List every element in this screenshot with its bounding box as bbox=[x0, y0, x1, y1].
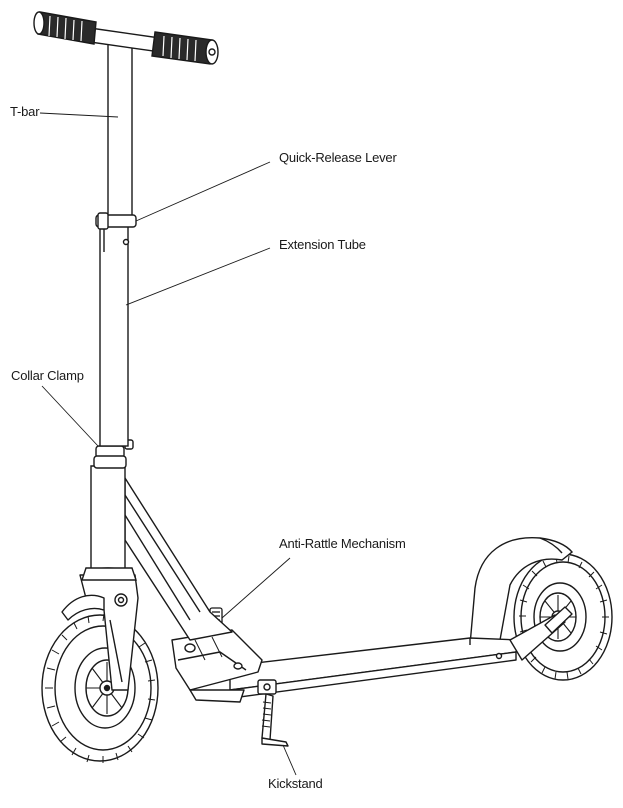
front-wheel bbox=[41, 613, 159, 763]
rear-fender bbox=[469, 536, 574, 646]
label-anti-rattle-mechanism: Anti-Rattle Mechanism bbox=[279, 536, 406, 551]
left-grip bbox=[37, 11, 97, 45]
quick-release-lever-part bbox=[95, 212, 137, 230]
label-t-bar: T-bar bbox=[10, 104, 40, 119]
label-extension-tube: Extension Tube bbox=[279, 237, 366, 252]
front-fork bbox=[61, 574, 139, 691]
leader-quick-release bbox=[135, 161, 271, 222]
leader-collar-clamp bbox=[41, 385, 99, 447]
leader-t-bar bbox=[39, 112, 119, 118]
leader-anti-rattle bbox=[221, 557, 291, 619]
collar-clamp-part bbox=[93, 433, 134, 469]
extension-tube-part bbox=[99, 39, 133, 447]
label-quick-release-lever: Quick-Release Lever bbox=[279, 150, 397, 165]
label-collar-clamp: Collar Clamp bbox=[11, 368, 84, 383]
head-tube bbox=[81, 465, 137, 581]
right-grip bbox=[151, 31, 213, 65]
label-kickstand: Kickstand bbox=[268, 776, 323, 791]
fold-mechanism bbox=[171, 629, 263, 703]
leader-lines bbox=[39, 112, 297, 776]
kickstand bbox=[257, 679, 289, 747]
leader-extension-tube bbox=[125, 247, 271, 306]
leader-kickstand bbox=[282, 744, 297, 776]
handlebar bbox=[33, 11, 219, 65]
